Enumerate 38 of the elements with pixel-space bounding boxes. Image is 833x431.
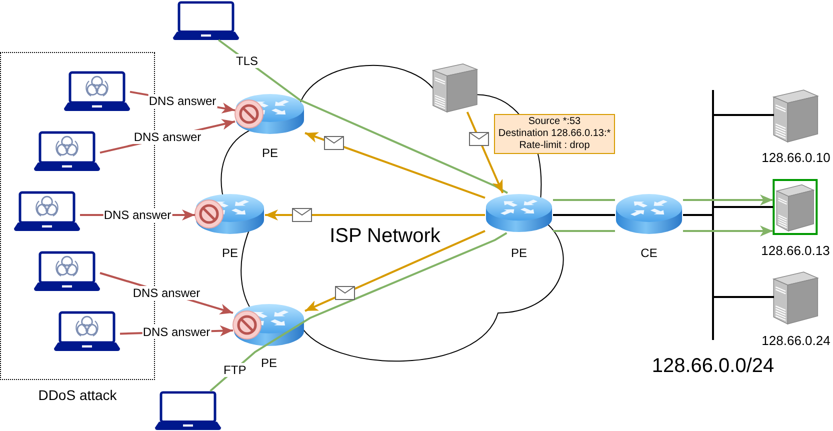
ip-address-label: 128.66.0.24 xyxy=(762,333,830,348)
rule-text: Source *:53 xyxy=(528,116,581,128)
network-label: ISP Network xyxy=(330,225,440,247)
router-label: PE xyxy=(262,146,278,160)
edge-label: DNS answer xyxy=(102,208,172,222)
connector-line xyxy=(210,232,508,392)
subnet-label: 128.66.0.0/24 xyxy=(652,355,774,377)
edge-label: DNS answer xyxy=(142,325,212,340)
rule-text: Destination 128.66.0.13:* xyxy=(498,128,611,140)
connector-line xyxy=(683,214,712,216)
arrow xyxy=(304,230,486,312)
group-label: DDoS attack xyxy=(38,387,117,403)
connector-line xyxy=(218,39,508,194)
rule-text: Rate-limit : drop xyxy=(519,140,590,152)
connector-line xyxy=(553,214,615,216)
edge-label: FTP xyxy=(222,362,248,377)
ip-address-label: 128.66.0.13 xyxy=(761,243,830,258)
arrow xyxy=(683,194,773,206)
edge-label: DNS answer xyxy=(148,94,218,108)
arrow xyxy=(466,112,504,194)
arrow xyxy=(265,210,485,220)
connector-line xyxy=(714,206,773,208)
arrow xyxy=(304,132,486,199)
edge-label: TLS xyxy=(235,54,260,68)
router-label: PE xyxy=(260,356,277,370)
edge-label: DNS answer xyxy=(132,286,202,300)
connector-line xyxy=(553,199,615,201)
connector-line xyxy=(714,114,774,116)
network-bus-line xyxy=(712,90,714,340)
router-label: PE xyxy=(510,246,527,260)
connector-line xyxy=(553,230,615,232)
connector-line xyxy=(714,296,774,298)
ip-address-label: 128.66.0.10 xyxy=(762,150,830,165)
edge-label: DNS answer xyxy=(132,130,202,144)
rule-note-panel xyxy=(494,114,615,154)
router-label: PE xyxy=(222,246,238,260)
arrow xyxy=(683,226,773,236)
router-label: CE xyxy=(640,246,658,260)
